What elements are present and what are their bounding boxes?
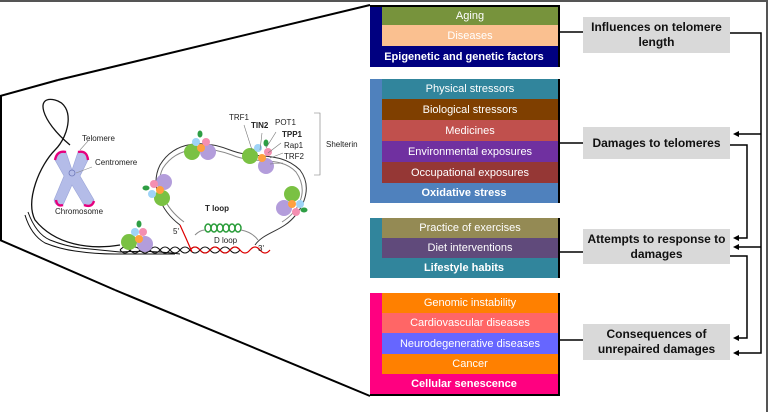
row-biological-stressors: Biological stressors — [382, 99, 558, 120]
arrow-icon — [733, 235, 739, 241]
row-medicines: Medicines — [382, 120, 558, 141]
row-physical-stressors: Physical stressors — [382, 79, 558, 99]
label-pot1: POT1 — [275, 118, 296, 127]
arrow-icon — [733, 244, 739, 250]
label-5-prime: 5' — [173, 227, 179, 236]
panel-footer-senescence: Cellular senescence — [411, 378, 517, 390]
arrow-icon — [733, 131, 739, 137]
stage-influences-on-telomere-length: Influences on telomere length — [583, 17, 730, 53]
label-telomere: Telomere — [82, 134, 115, 143]
shelterin-complex-3 — [184, 130, 216, 160]
panel-lifestyle-habits: Practice of exercises Diet interventions… — [370, 218, 560, 278]
label-chromosome: Chromosome — [55, 207, 104, 216]
row-cardiovascular-diseases: Cardiovascular diseases — [382, 313, 558, 333]
arrowheads — [733, 131, 739, 356]
label-shelterin: Shelterin — [326, 140, 358, 149]
zoom-line-bottom-left — [0, 239, 116, 291]
dna-double-helix — [24, 211, 181, 255]
row-diseases: Diseases — [382, 25, 558, 46]
zoom-line-top-left — [0, 79, 59, 97]
dna-strand-loop — [31, 98, 121, 248]
row-practice-of-exercises: Practice of exercises — [382, 218, 558, 238]
panel-footer-epigenetic: Epigenetic and genetic factors — [384, 50, 544, 63]
shelterin-complex-2 — [142, 174, 172, 206]
row-neurodegenerative-diseases: Neurodegenerative diseases — [382, 333, 558, 354]
panel-oxidative-stress: Physical stressors Biological stressors … — [370, 79, 560, 203]
shelterin-complex-5 — [276, 186, 308, 216]
row-aging: Aging — [382, 7, 558, 25]
arrow-icon — [733, 335, 739, 341]
frame-right-border — [766, 0, 768, 412]
label-t-loop: T loop — [205, 204, 229, 213]
label-tin2: TIN2 — [251, 121, 269, 130]
zoom-line-top — [57, 4, 371, 81]
helix-red-strand — [189, 246, 271, 254]
panel-cellular-senescence: Genomic instability Cardiovascular disea… — [370, 293, 560, 396]
label-tpp1: TPP1 — [282, 130, 303, 139]
row-diet-interventions: Diet interventions — [382, 238, 558, 258]
panel-epigenetic-factors: Aging Diseases Epigenetic and genetic fa… — [370, 5, 560, 67]
stage-damages-to-telomeres: Damages to telomeres — [583, 127, 730, 159]
shelterin-complex-1 — [121, 220, 153, 252]
stage-attempts-to-response: Attempts to response to damages — [583, 229, 730, 264]
label-rap1: Rap1 — [284, 141, 304, 150]
panel-footer-oxidative: Oxidative stress — [421, 187, 507, 199]
stage-consequences-of-unrepaired-damages: Consequences of unrepaired damages — [583, 324, 730, 360]
label-d-loop: D loop — [214, 236, 238, 245]
row-genomic-instability: Genomic instability — [382, 293, 558, 313]
row-cancer: Cancer — [382, 354, 558, 374]
label-centromere: Centromere — [95, 158, 138, 167]
chromosome-icon — [53, 150, 96, 208]
row-occupational-exposures: Occupational exposures — [382, 162, 558, 183]
frame-top-border — [0, 0, 768, 2]
connectors — [560, 31, 762, 354]
label-trf2: TRF2 — [284, 152, 305, 161]
d-loop-beads — [194, 223, 259, 241]
shelterin-leader-lines — [243, 112, 321, 176]
row-environmental-exposures: Environmental exposures — [382, 141, 558, 162]
label-3-prime: 3' — [258, 244, 264, 253]
arrow-icon — [733, 350, 739, 356]
panel-footer-lifestyle: Lifestyle habits — [423, 262, 505, 274]
label-trf1: TRF1 — [229, 113, 250, 122]
shelterin-complex-4 — [242, 139, 274, 174]
zoom-line-bottom — [114, 289, 371, 397]
